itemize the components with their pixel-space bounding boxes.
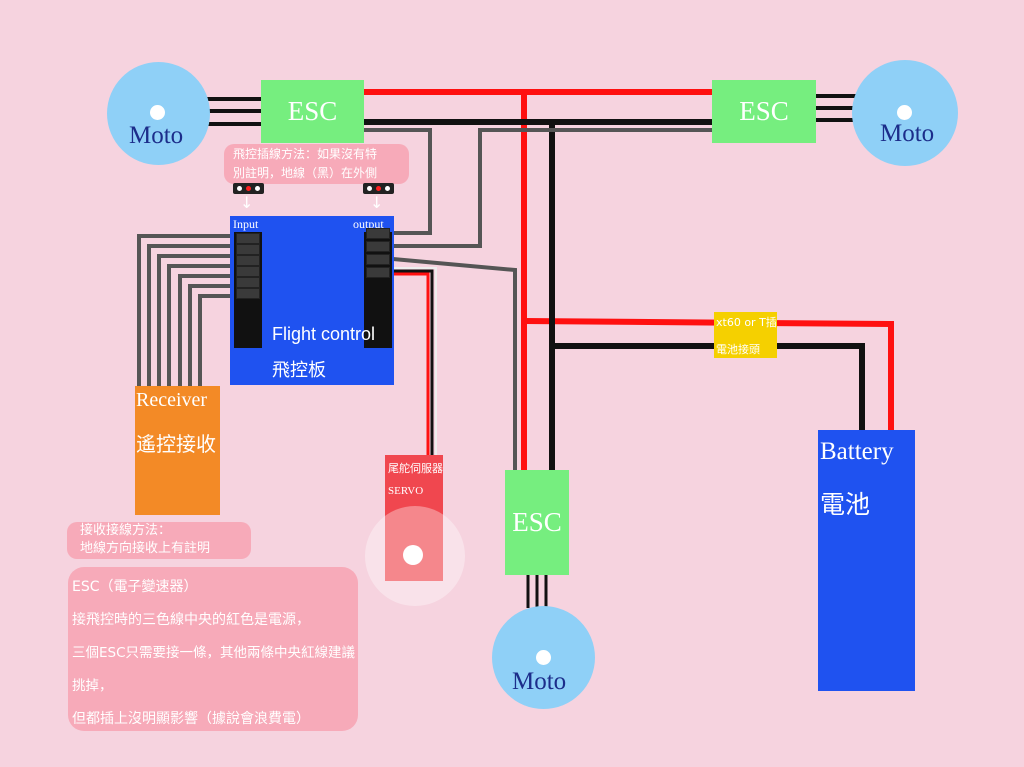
esc-note-title: ESC（電子變速器） [72, 579, 198, 595]
receiver-wiring-note: 接收接線方法： 地線方向接收上有註明 [67, 522, 251, 559]
servo-shaft-icon [403, 545, 423, 565]
esc-note-line-1: 接飛控時的三色線中央的紅色是電源， [72, 612, 310, 628]
receiver-wires [137, 234, 236, 386]
fc-input-pin [236, 255, 260, 266]
motor-hub-icon [536, 650, 551, 665]
fc-output-pin [366, 241, 390, 252]
battery-name-zh: 電池 [820, 490, 871, 519]
xt60-connector: xt60 or T插 電池接頭 [714, 312, 777, 358]
servo-name-zh: 尾舵伺服器 [388, 462, 443, 475]
motor-wires-bottom [526, 575, 548, 608]
fc-input-label: Input [233, 217, 259, 231]
esc-signal-wires [364, 128, 712, 470]
fc-name-en: Flight control [272, 324, 376, 344]
fc-wiring-note: 飛控插線方法：如果沒有特 別註明，地線（黑）在外側 [224, 144, 409, 184]
xt60-label-2: 電池接頭 [716, 343, 760, 356]
motor-bottom: Moto [492, 606, 595, 709]
receiver-note-line-1: 接收接線方法： [80, 523, 172, 538]
down-arrow-icon: ↓ [370, 193, 384, 212]
ground-bus [364, 119, 865, 470]
down-arrow-icon: ↓ [240, 193, 254, 212]
receiver-name-en: Receiver [136, 389, 208, 411]
esc-top-left: ESC [261, 80, 364, 143]
motor-wires-top-right [816, 94, 858, 122]
fc-note-line-1: 飛控插線方法：如果沒有特 [233, 147, 378, 161]
fc-input-pin [236, 288, 260, 299]
motor-label: Moto [880, 120, 935, 147]
motor-hub-icon [150, 105, 165, 120]
esc-note: ESC（電子變速器） 接飛控時的三色線中央的紅色是電源， 三個ESC只需要接一條… [68, 567, 358, 731]
motor-label: Moto [129, 122, 184, 149]
motor-wires-top-left [205, 97, 262, 126]
battery-name-en: Battery [820, 438, 894, 465]
receiver: Receiver 遙控接收 [135, 386, 220, 515]
fc-input-pin [236, 277, 260, 288]
esc-note-line-3: 但都插上沒明顯影響（據說會浪費電） [72, 711, 310, 727]
plug-connector-icon [363, 183, 394, 194]
fc-note-line-2: 別註明，地線（黑）在外側 [233, 166, 378, 180]
motor-hub-icon [897, 105, 912, 120]
motor-top-right: Moto [852, 60, 958, 166]
plug-connector-icon [233, 183, 264, 194]
fc-output-label: output [353, 217, 384, 231]
fc-input-pin [236, 244, 260, 255]
xt60-label-1: xt60 or T插 [716, 316, 777, 329]
flight-controller: Input output Flight control 飛控板 [230, 216, 394, 385]
receiver-name-zh: 遙控接收 [136, 432, 216, 456]
receiver-note-line-2: 地線方向接收上有註明 [80, 541, 211, 556]
battery: Battery 電池 [818, 430, 915, 691]
motor-top-left: Moto [107, 62, 210, 165]
esc-bottom: ESC [505, 470, 569, 575]
power-bus [364, 89, 894, 470]
fc-name-zh: 飛控板 [272, 360, 326, 381]
motor-label: Moto [512, 668, 567, 695]
servo-wires [393, 267, 437, 458]
esc-top-right: ESC [712, 80, 816, 143]
fc-output-pin [366, 267, 390, 278]
servo-name-en: SERVO [388, 485, 424, 497]
esc-note-line-2: 三個ESC只需要接一條，其他兩條中央紅線建議挑掉， [72, 645, 356, 694]
fc-output-pin [366, 228, 390, 239]
fc-input-pin [236, 266, 260, 277]
fc-input-pin [236, 233, 260, 244]
fc-output-pin [366, 254, 390, 265]
